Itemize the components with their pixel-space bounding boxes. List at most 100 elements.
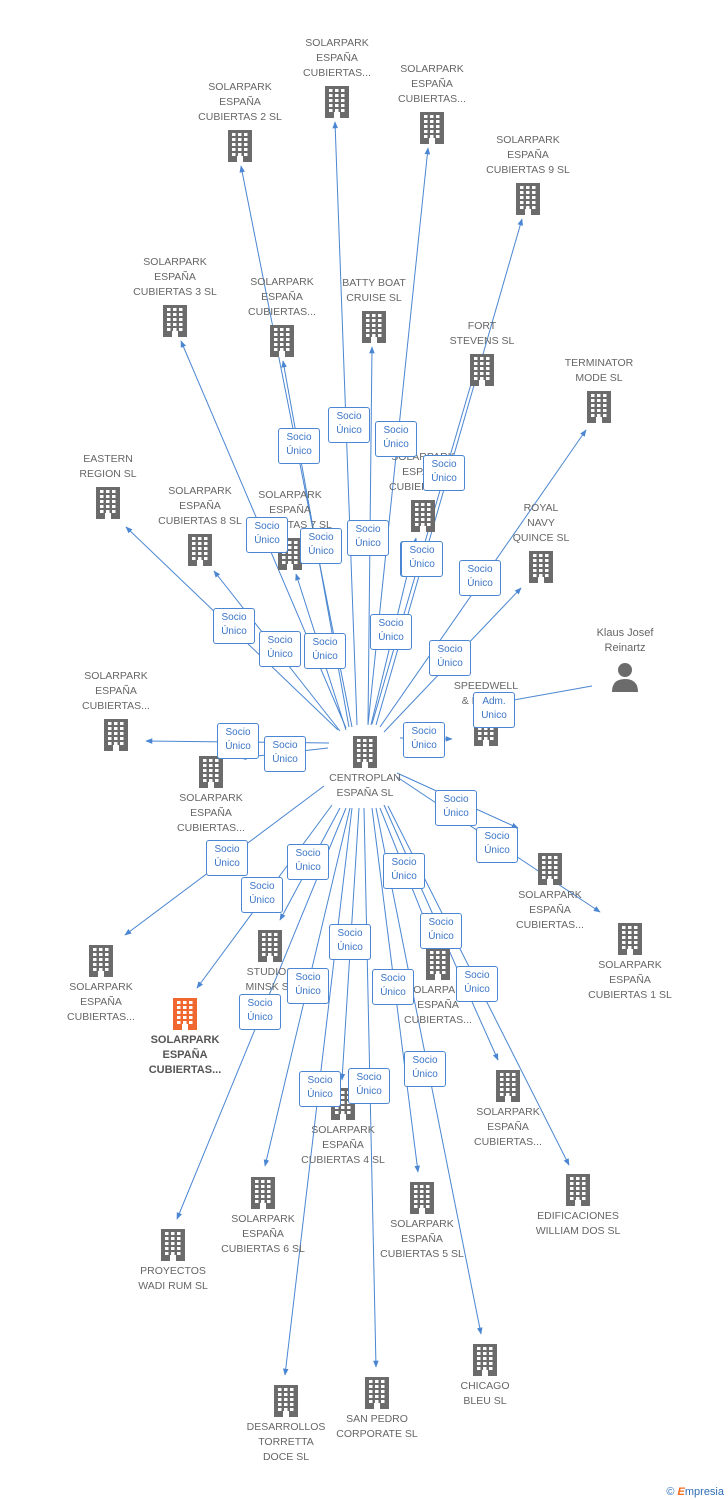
building-icon bbox=[184, 533, 216, 567]
badge-text: Socio bbox=[267, 635, 293, 646]
badge-text: Socio bbox=[391, 857, 417, 868]
building-icon bbox=[562, 1173, 594, 1207]
node-label-line: ESPAÑA bbox=[162, 1049, 208, 1061]
building-icon bbox=[583, 390, 615, 424]
badge-text: Único bbox=[221, 626, 247, 637]
relation-badge-n17[interactable]: Adm.Unico bbox=[473, 692, 515, 728]
badge-text: Socio bbox=[221, 612, 247, 623]
building-icon bbox=[469, 1343, 501, 1377]
node-label-line: CUBIERTAS... bbox=[248, 306, 316, 318]
building-icon bbox=[169, 997, 201, 1031]
badge-text: Socio bbox=[437, 644, 463, 655]
badge-text: Socio bbox=[356, 1072, 382, 1083]
node-label-line: DOCE SL bbox=[262, 1451, 310, 1463]
node-label-line: WILLIAM DOS SL bbox=[535, 1225, 621, 1237]
badge-text: Socio bbox=[308, 532, 334, 543]
badge-text: Socio bbox=[464, 970, 490, 981]
node-label-line: SOLARPARK bbox=[305, 37, 369, 49]
badge-text: Único bbox=[391, 871, 417, 882]
node-label-line: CUBIERTAS... bbox=[474, 1136, 542, 1148]
node-label-line: SOLARPARK bbox=[208, 81, 272, 93]
building-icon bbox=[525, 550, 557, 584]
node-label-line: SOLARPARK bbox=[406, 984, 470, 996]
node-label-line: PROYECTOS bbox=[140, 1265, 206, 1277]
badge-text: Único bbox=[267, 649, 293, 660]
badge-text: Único bbox=[383, 439, 409, 450]
badge-text: Único bbox=[295, 862, 321, 873]
badge-text: Único bbox=[412, 1069, 438, 1080]
node-label-line: CUBIERTAS... bbox=[303, 67, 371, 79]
node-label-line: SOLARPARK bbox=[231, 1213, 295, 1225]
node-label-line: CUBIERTAS... bbox=[404, 1014, 472, 1026]
badge-text: Socio bbox=[431, 459, 457, 470]
